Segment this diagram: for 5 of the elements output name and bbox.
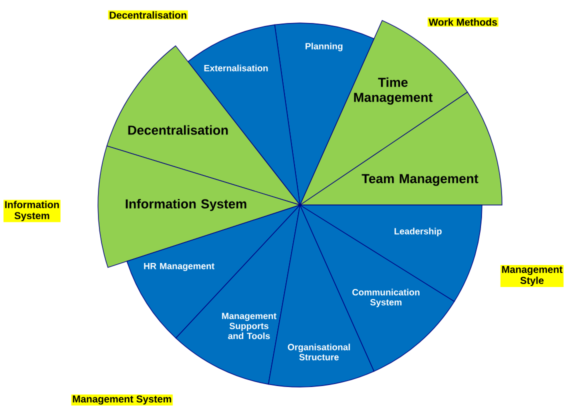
highlighted-label: Management System <box>71 394 173 406</box>
highlighted-label: Decentralisation <box>108 10 188 20</box>
highlighted-label: Management Style <box>500 265 564 287</box>
highlighted-label: Work Methods <box>428 17 498 27</box>
highlighted-label: Information System <box>4 200 60 222</box>
